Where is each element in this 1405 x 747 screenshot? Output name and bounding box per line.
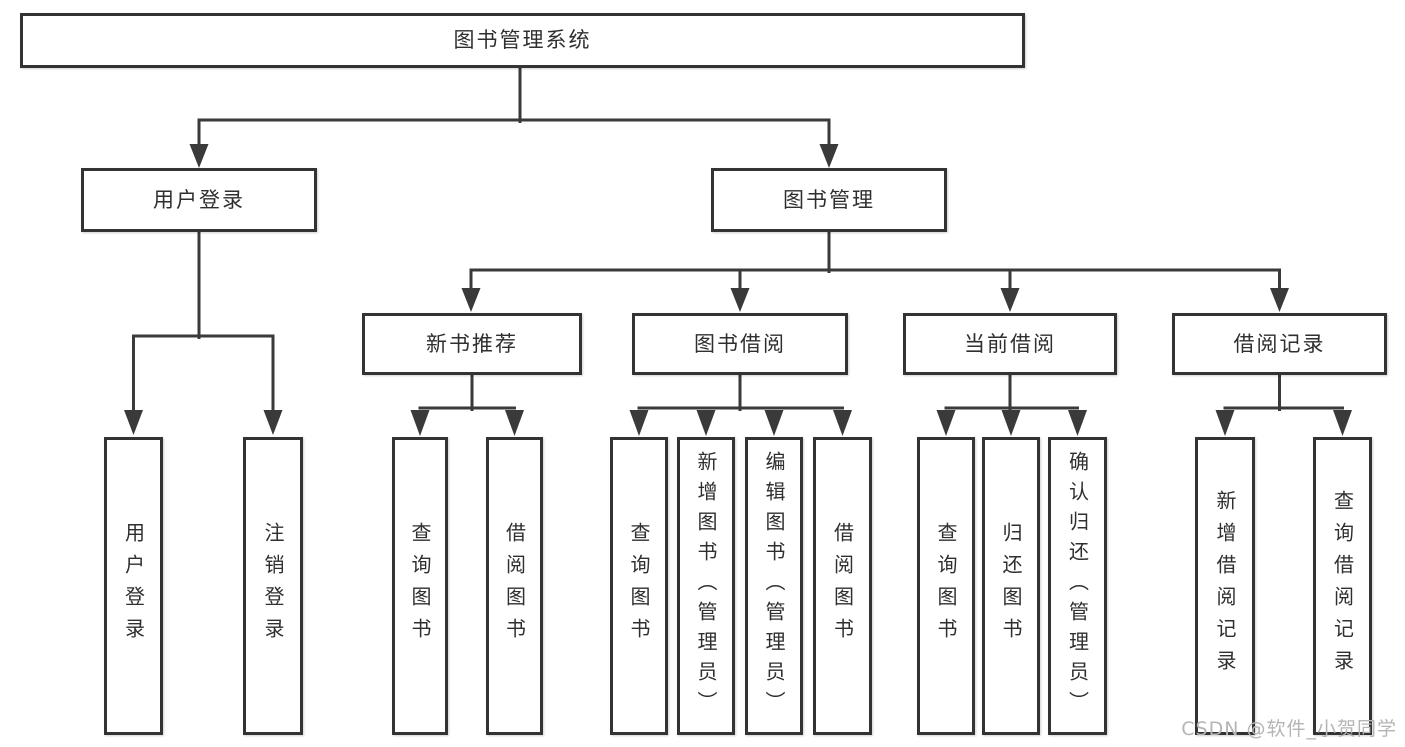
node-current-borrow-label: 当前借阅 xyxy=(964,331,1056,356)
node-borrow-books-new: 借阅图书 xyxy=(486,437,543,735)
node-borrow-records: 借阅记录 xyxy=(1172,313,1387,375)
node-query-books-borrow: 查询图书 xyxy=(610,437,668,735)
node-login-label: 用户登录 xyxy=(153,187,245,212)
edge-login-children xyxy=(124,230,283,435)
node-edit-books: 编辑图书（管理员） xyxy=(745,437,803,735)
node-borrow-books-new-label: 借阅图书 xyxy=(502,522,527,650)
node-return-books-label: 归还图书 xyxy=(999,522,1023,650)
node-logout: 注销登录 xyxy=(243,437,303,735)
node-add-books-label: 新增图书（管理员） xyxy=(694,451,718,721)
node-logout-label: 注销登录 xyxy=(261,522,285,650)
node-confirm-return-label: 确认归还（管理员） xyxy=(1065,451,1090,721)
node-root-label: 图书管理系统 xyxy=(453,28,592,52)
edge-root-children xyxy=(189,66,839,168)
node-query-books-new-label: 查询图书 xyxy=(408,522,432,650)
node-borrow-records-label: 借阅记录 xyxy=(1233,331,1326,356)
edge-newbooks-children xyxy=(410,373,524,436)
node-add-borrow-record-label: 新增借阅记录 xyxy=(1213,490,1237,682)
node-login: 用户登录 xyxy=(81,168,317,232)
node-book-borrow: 图书借阅 xyxy=(632,313,848,375)
node-query-books-borrow-label: 查询图书 xyxy=(627,522,651,650)
node-new-books: 新书推荐 xyxy=(362,313,582,375)
node-edit-books-label: 编辑图书（管理员） xyxy=(762,451,786,721)
node-query-books-current-label: 查询图书 xyxy=(934,522,958,650)
edge-borrowrecords-children xyxy=(1215,373,1352,436)
node-current-borrow: 当前借阅 xyxy=(903,313,1117,375)
node-user-login-label: 用户登录 xyxy=(121,522,146,650)
node-add-books: 新增图书（管理员） xyxy=(677,437,735,735)
node-manage: 图书管理 xyxy=(711,168,947,232)
node-query-books-current: 查询图书 xyxy=(917,437,975,735)
node-query-borrow-record: 查询借阅记录 xyxy=(1313,437,1372,735)
node-book-borrow-label: 图书借阅 xyxy=(694,331,786,356)
node-borrow-books: 借阅图书 xyxy=(813,437,872,735)
edge-bookborrow-children xyxy=(629,373,852,436)
edge-manage-children xyxy=(461,230,1289,312)
node-return-books: 归还图书 xyxy=(982,437,1040,735)
node-query-books-new: 查询图书 xyxy=(392,437,448,735)
node-user-login: 用户登录 xyxy=(104,437,163,735)
node-manage-label: 图书管理 xyxy=(783,187,875,212)
node-add-borrow-record: 新增借阅记录 xyxy=(1195,437,1255,735)
node-new-books-label: 新书推荐 xyxy=(426,331,518,356)
node-query-borrow-record-label: 查询借阅记录 xyxy=(1330,490,1355,682)
edge-currentborrow-children xyxy=(936,373,1087,436)
node-confirm-return: 确认归还（管理员） xyxy=(1048,437,1107,735)
node-borrow-books-label: 借阅图书 xyxy=(830,522,855,650)
node-root: 图书管理系统 xyxy=(20,13,1025,68)
